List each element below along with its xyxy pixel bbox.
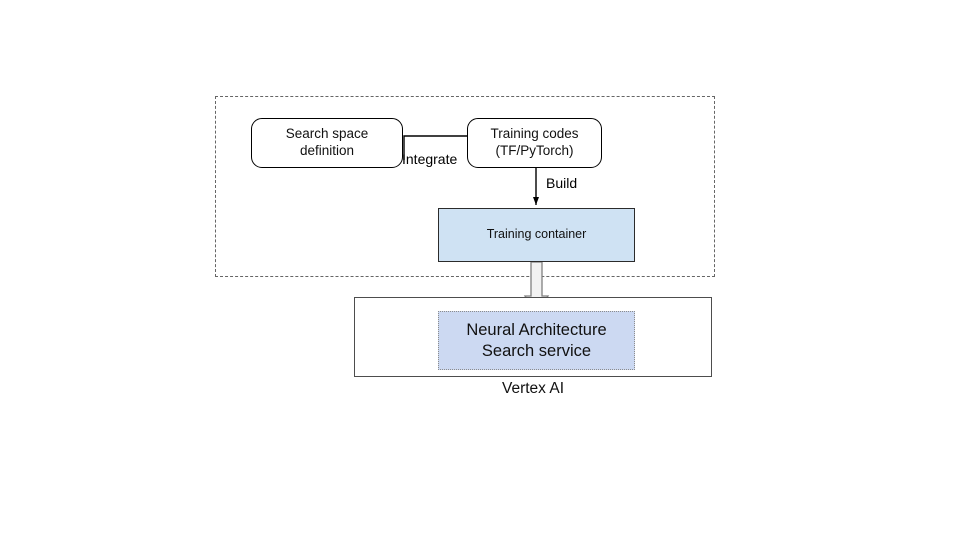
node-search-space-definition[interactable]: Search space definition — [251, 118, 403, 168]
edge-label-build: Build — [546, 175, 578, 191]
node-search-space-line2: definition — [299, 143, 355, 158]
node-training-codes-label: Training codes (TF/PyTorch) — [490, 126, 578, 160]
integrate-edge — [403, 133, 478, 160]
node-search-space-label: Search space definition — [286, 126, 369, 160]
node-neural-architecture-search-service[interactable]: Neural Architecture Search service — [438, 311, 635, 370]
edge-label-integrate: Integrate — [402, 151, 458, 167]
node-training-container[interactable]: Training container — [438, 208, 635, 262]
pipeline-group-container — [215, 96, 715, 277]
node-nas-line2: Search service — [481, 341, 592, 360]
node-search-space-line1: Search space — [285, 126, 369, 142]
node-training-container-label: Training container — [486, 227, 587, 242]
node-nas-label: Neural Architecture Search service — [466, 320, 606, 361]
node-training-codes-line1: Training codes — [490, 126, 579, 142]
node-training-codes[interactable]: Training codes (TF/PyTorch) — [467, 118, 602, 168]
vertex-ai-caption: Vertex AI — [501, 380, 565, 397]
node-nas-line1: Neural Architecture — [466, 320, 607, 339]
node-training-codes-line2: (TF/PyTorch) — [495, 143, 574, 158]
